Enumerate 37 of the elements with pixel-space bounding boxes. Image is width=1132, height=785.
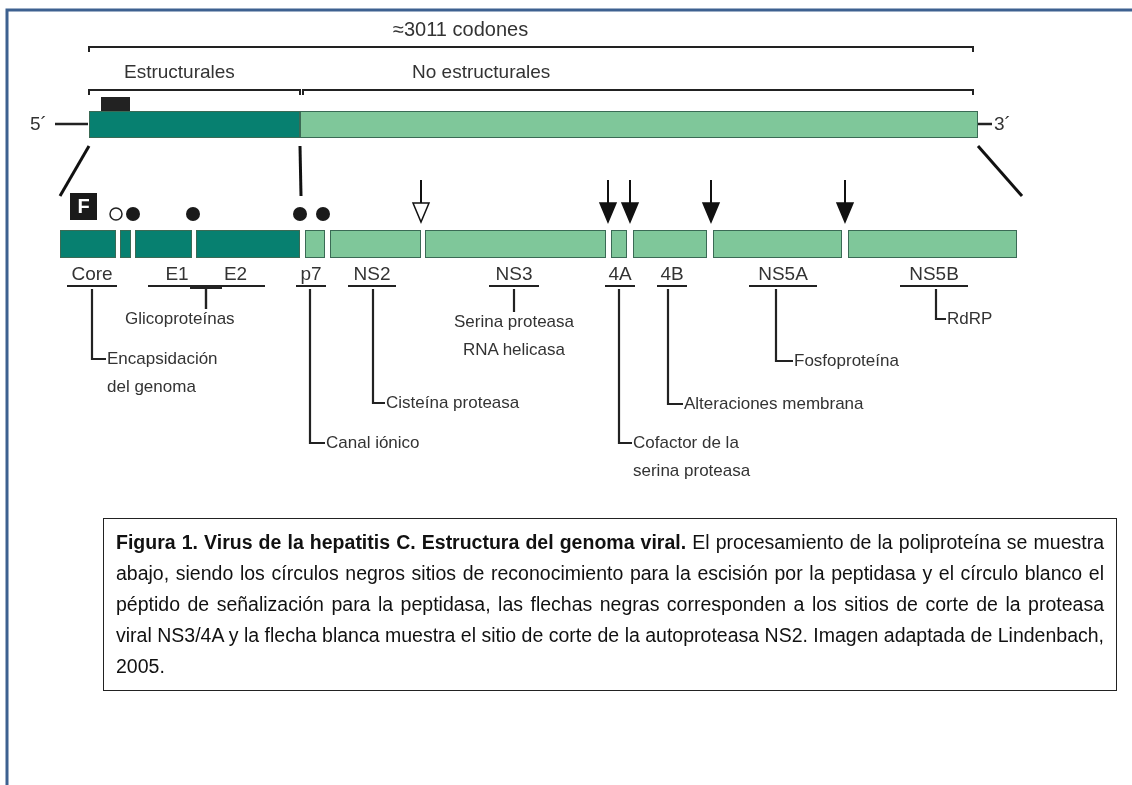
feature-tag: F [70,193,97,220]
leader-line [666,289,683,406]
genome-bar [89,111,300,138]
leader-line [512,289,516,312]
leader-line [774,289,793,363]
protein-name: NS5B [900,263,968,287]
leader-line [90,289,106,361]
genome-bar [300,111,978,138]
function-label: RdRP [947,305,1007,333]
protein-name: p7 [296,263,326,287]
protein-name: 4A [605,263,635,287]
region-label: No estructurales [412,61,551,83]
figure-caption: Figura 1. Virus de la hepatitis C. Estructura del genoma viral. El procesamiento de la poliproteína se muestra abajo, siendo los círculos negros sitios de reconocimiento para la escisión por la peptidasa y el círculo blanco el péptido de señalización para la peptidasa, las flechas negras corresponden a los sitios de corte de la proteasa viral NS3/4A y la flecha blanca muestra el sitio de corte de la autoproteasa NS2. Imagen adaptada de Lindenbach, 2005. [103,518,1117,691]
protein-name: E1 [148,263,206,287]
function-label: Cisteína proteasa [386,389,556,417]
function-label: Fosfoproteína [794,347,934,375]
leader-line [371,289,385,405]
protein-name: E2 [206,263,265,287]
function-label: Canal iónico [326,429,456,457]
range-label: ≈3011 codones [393,18,529,40]
function-label: Glicoproteínas [125,305,295,333]
function-label: Cofactor de la serina proteasa [633,429,768,485]
protein-name: NS3 [489,263,539,287]
protein-name: NS2 [348,263,396,287]
leader-line [308,289,325,445]
protein-name: NS5A [749,263,817,287]
leader-line [934,289,946,321]
leader-line [617,289,632,445]
function-label: Alteraciones membrana [684,390,894,418]
region-label: Estructurales [124,61,235,83]
function-label: Encapsidación del genoma [107,345,232,401]
protein-name: 4B [657,263,687,287]
end-label: 5´ [30,113,47,135]
leader-line [204,286,222,309]
end-label: 3´ [994,113,1011,135]
function-label: Serina proteasa RNA helicasa [434,308,594,364]
protein-name: Core [67,263,117,287]
